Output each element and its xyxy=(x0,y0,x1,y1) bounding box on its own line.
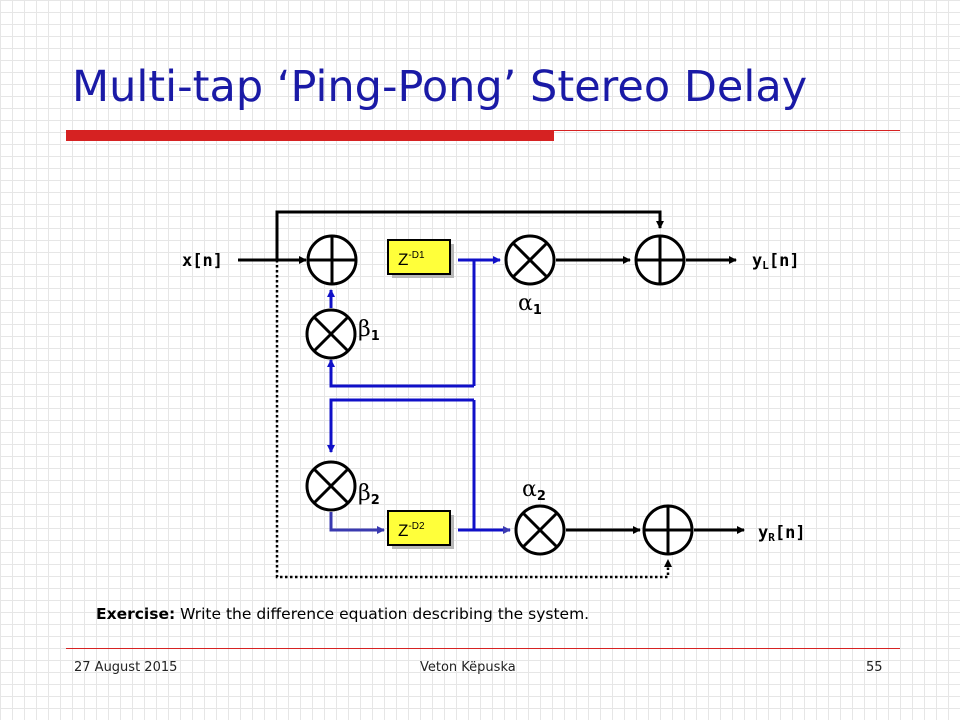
adder-output-right xyxy=(642,504,694,556)
multiplier-beta2 xyxy=(305,460,357,512)
beta2-label: β2 xyxy=(358,481,380,508)
beta2-to-delay2-path xyxy=(329,512,385,534)
title-underline-line xyxy=(554,130,900,131)
adder-output-left xyxy=(634,234,686,286)
delay1-base: Z xyxy=(398,250,408,269)
exercise-label: Exercise: xyxy=(96,605,176,623)
multiplier-alpha2 xyxy=(514,504,566,556)
input-label: x[n] xyxy=(182,251,223,271)
dotted-cross-path xyxy=(275,260,672,579)
alpha1-label: α1 xyxy=(518,291,542,318)
svg-text:Z-D2: Z-D2 xyxy=(398,521,425,540)
exercise-body: Write the difference equation describing… xyxy=(175,605,590,623)
svg-text:Z-D1: Z-D1 xyxy=(398,250,425,269)
footer-divider xyxy=(66,648,900,649)
footer-author: Veton Këpuska xyxy=(420,660,516,675)
output-left-label: yL[n] xyxy=(752,251,800,272)
output-right-label: yR[n] xyxy=(758,523,806,544)
delay2-exponent: -D2 xyxy=(408,521,425,532)
title-underline-bar xyxy=(66,130,554,141)
multiplier-beta1 xyxy=(305,308,357,360)
delay-block-d2: Z-D2 xyxy=(387,510,454,549)
signal-path-left xyxy=(238,210,737,264)
adder-top-left xyxy=(306,234,358,286)
multiplier-alpha1 xyxy=(504,234,556,286)
alpha2-label: α2 xyxy=(522,477,546,504)
footer-date: 27 August 2015 xyxy=(74,660,178,675)
slide-title: Multi-tap ‘Ping-Pong’ Stereo Delay xyxy=(72,62,808,112)
beta1-label: β1 xyxy=(358,317,380,344)
exercise-text: Exercise: Write the difference equation … xyxy=(96,605,589,623)
footer-page-number: 55 xyxy=(866,660,883,675)
delay-block-d1: Z-D1 xyxy=(387,239,454,278)
delay1-exponent: -D1 xyxy=(408,250,425,261)
feedback-paths xyxy=(327,256,511,534)
delay2-base: Z xyxy=(398,521,408,540)
